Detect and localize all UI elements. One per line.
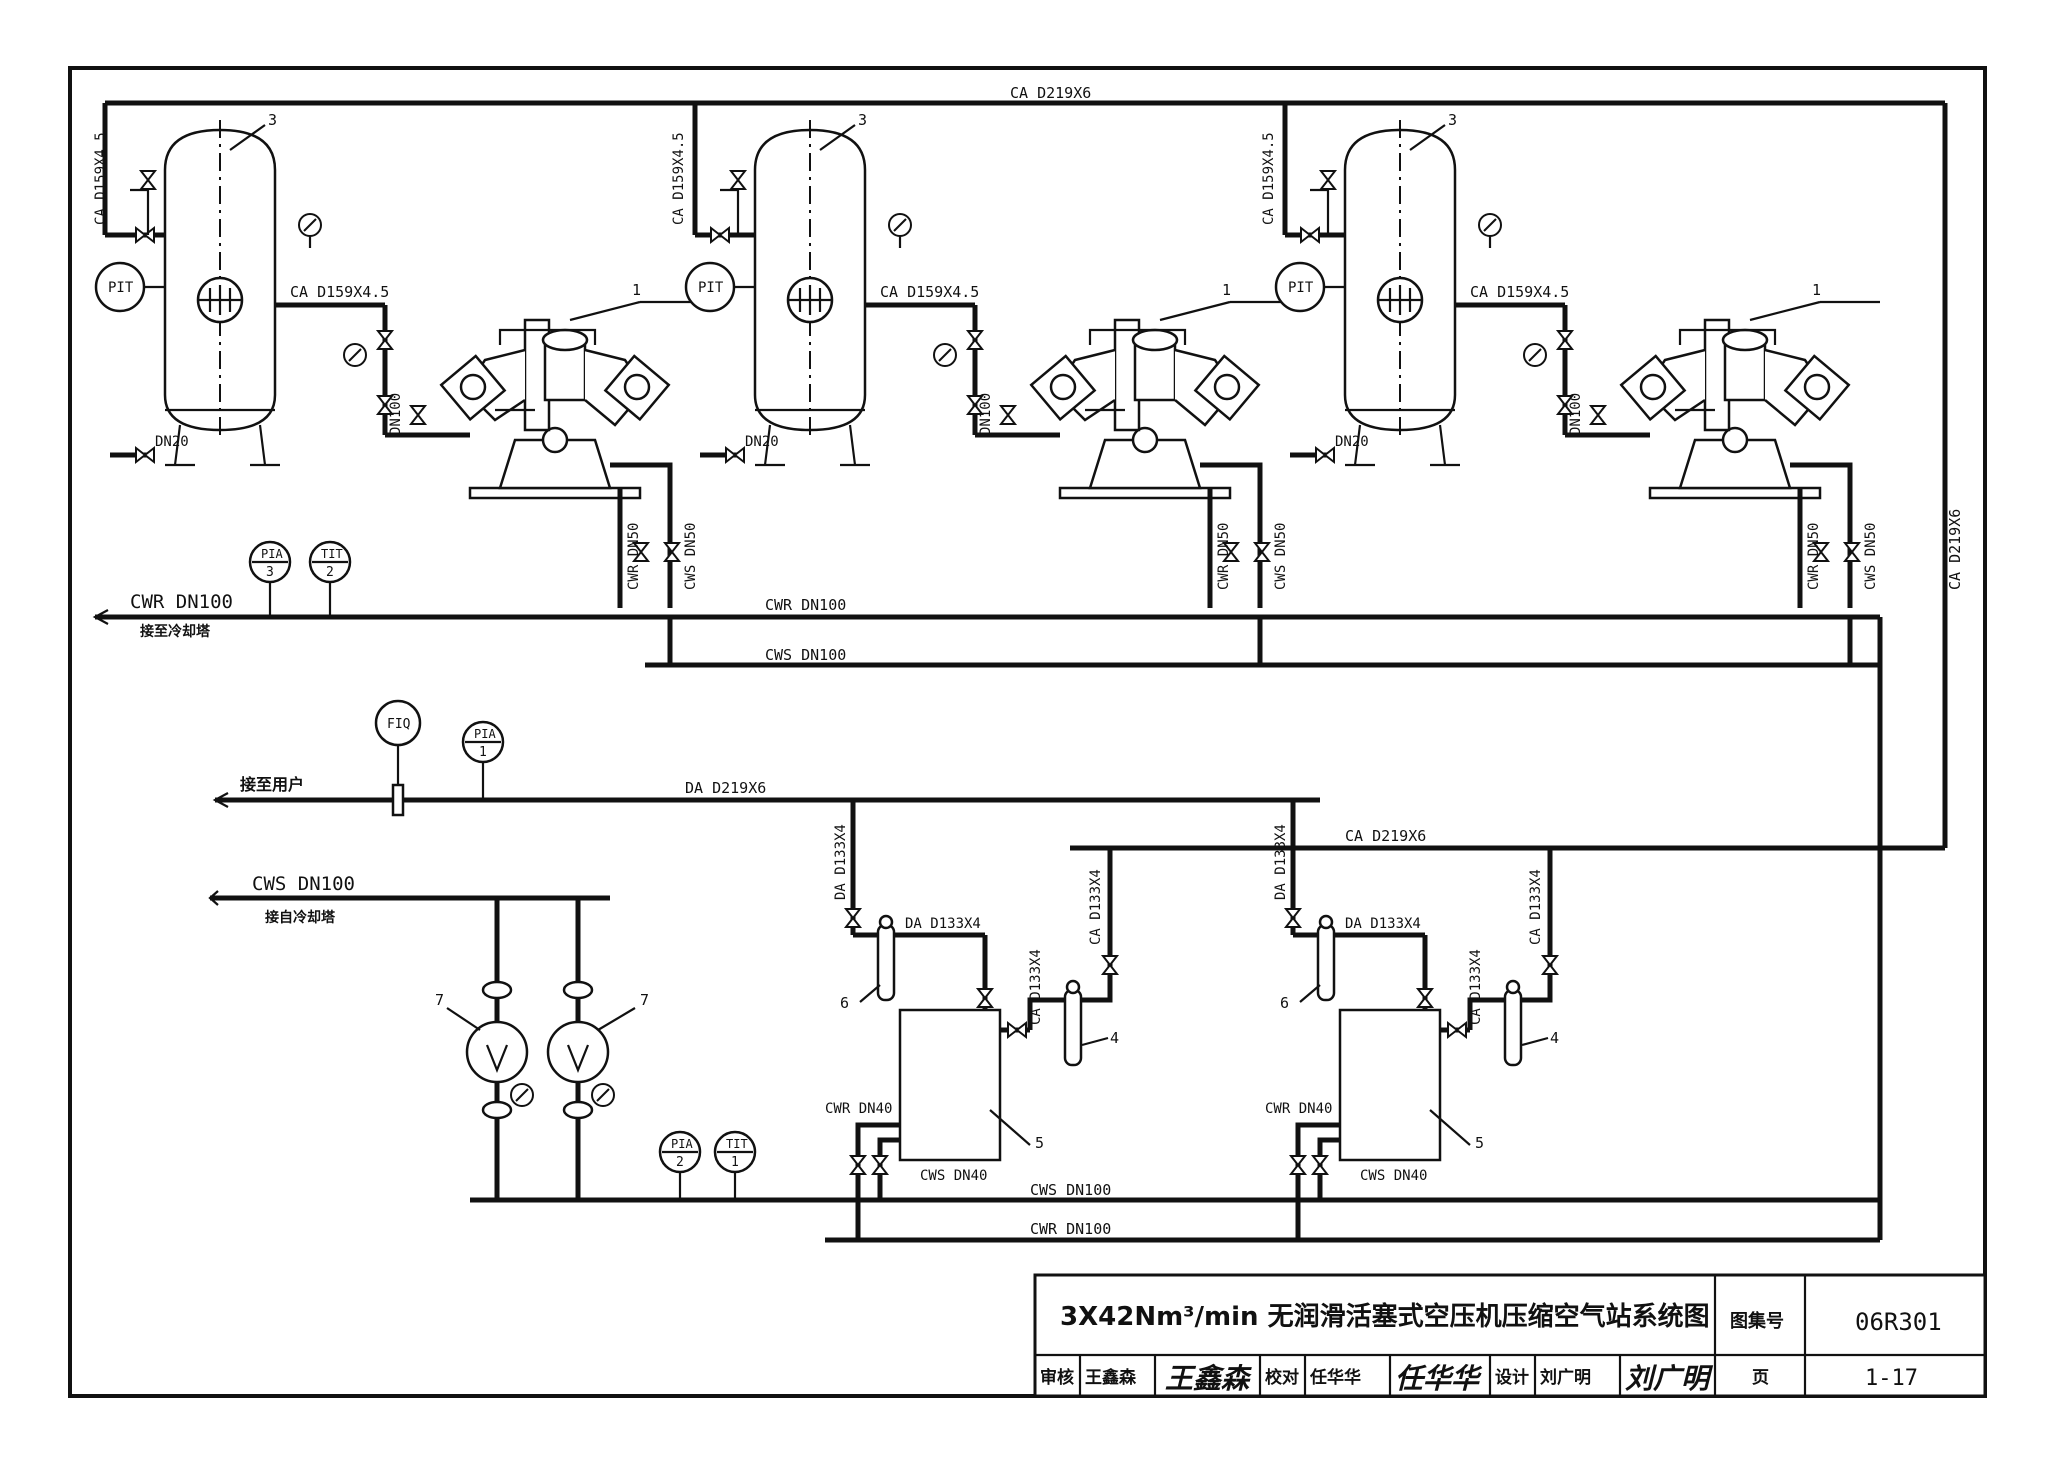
svg-text:CWR DN50: CWR DN50 xyxy=(1806,523,1822,590)
receiver-tag-3c: 3 xyxy=(1448,111,1457,129)
pump-7-left: 7 xyxy=(435,898,534,1200)
svg-text:刘广明: 刘广明 xyxy=(1540,1367,1591,1388)
svg-text:CA D133X4: CA D133X4 xyxy=(1468,949,1484,1025)
checker-signature: 任华华 xyxy=(1395,1362,1483,1395)
svg-text:CA D133X4: CA D133X4 xyxy=(1528,869,1544,945)
cwr-left-label: CWR DN100 xyxy=(130,591,233,613)
svg-text:CA D159X4.5: CA D159X4.5 xyxy=(1470,283,1569,301)
svg-text:TIT: TIT xyxy=(321,547,343,561)
svg-text:DN100: DN100 xyxy=(978,393,994,435)
svg-text:PIT: PIT xyxy=(698,280,724,296)
compressor-unit-3: CA D159X4.5 3 PIT CA D159X4.5 DN100 1 DN… xyxy=(1261,103,1880,608)
svg-text:3: 3 xyxy=(266,565,274,580)
svg-text:2: 2 xyxy=(676,1155,684,1170)
svg-text:5: 5 xyxy=(1475,1134,1484,1152)
svg-text:DN20: DN20 xyxy=(745,434,779,450)
compressor-unit-1: CA D159X4.5 3 PIT CA D159X4.5 DN100 1 DN… xyxy=(93,103,700,608)
svg-text:CA D133X4: CA D133X4 xyxy=(1088,869,1104,945)
drawing-frame xyxy=(68,66,1987,1398)
dryer-train-1: DA D133X4 6 DA D133X4 5 CA D133X4 4 CA D… xyxy=(825,800,1119,1240)
svg-text:PIT: PIT xyxy=(1288,280,1314,296)
da-main-label: DA D219X6 xyxy=(685,779,766,797)
svg-text:DA D133X4: DA D133X4 xyxy=(833,824,849,900)
dryer-train-2: DA D133X4 6 DA D133X4 5 CA D133X4 4 CA D… xyxy=(1265,800,1559,1240)
svg-text:CWR DN40: CWR DN40 xyxy=(1265,1101,1332,1117)
compressor-tag-1c: 1 xyxy=(1812,281,1821,299)
svg-text:PIA: PIA xyxy=(474,727,496,741)
page-number: 1-17 xyxy=(1865,1366,1918,1391)
svg-text:PIA: PIA xyxy=(671,1137,693,1151)
svg-text:CWS DN40: CWS DN40 xyxy=(920,1168,987,1184)
svg-text:CA D159X4.5: CA D159X4.5 xyxy=(671,132,687,225)
svg-text:FIQ: FIQ xyxy=(387,717,411,732)
svg-text:5: 5 xyxy=(1035,1134,1044,1152)
svg-text:CA D159X4.5: CA D159X4.5 xyxy=(93,132,109,225)
svg-text:DN100: DN100 xyxy=(388,393,404,435)
svg-text:CWR DN40: CWR DN40 xyxy=(825,1101,892,1117)
to-cooling-tower: 接至冷却塔 xyxy=(140,623,211,640)
cws-bottom-label: CWS DN100 xyxy=(1030,1181,1111,1199)
svg-text:CWR DN50: CWR DN50 xyxy=(626,523,642,590)
atlas-number: 06R301 xyxy=(1855,1308,1942,1336)
svg-text:6: 6 xyxy=(840,994,849,1012)
svg-text:TIT: TIT xyxy=(726,1137,748,1151)
drawing-title: 3X42Nm³/min 无润滑活塞式空压机压缩空气站系统图 xyxy=(1060,1301,1710,1332)
reviewer-signature: 王鑫森 xyxy=(1165,1362,1252,1395)
to-user-label: 接至用户 xyxy=(240,775,304,794)
cws-left-label: CWS DN100 xyxy=(252,873,355,895)
designer-signature: 刘广明 xyxy=(1625,1362,1714,1395)
svg-text:4: 4 xyxy=(1550,1029,1559,1047)
svg-text:7: 7 xyxy=(435,991,444,1009)
dryer-5 xyxy=(898,1008,1002,1162)
svg-text:6: 6 xyxy=(1280,994,1289,1012)
from-cooling-tower: 接自冷却塔 xyxy=(265,909,336,926)
compressor-tag-1: 1 xyxy=(632,281,641,299)
cws-mid-label: CWS DN100 xyxy=(765,646,846,664)
svg-text:PIT: PIT xyxy=(108,280,134,296)
ca-right-label: CA D219X6 xyxy=(1946,509,1964,590)
svg-text:DN20: DN20 xyxy=(1335,434,1369,450)
svg-text:任华华: 任华华 xyxy=(1309,1367,1361,1388)
svg-text:7: 7 xyxy=(640,991,649,1009)
svg-text:4: 4 xyxy=(1110,1029,1119,1047)
page-label: 页 xyxy=(1752,1368,1769,1388)
svg-text:DA D133X4: DA D133X4 xyxy=(1345,916,1421,932)
cwr-mid-label: CWR DN100 xyxy=(765,596,846,614)
svg-text:CA D159X4.5: CA D159X4.5 xyxy=(290,283,389,301)
title-block: 3X42Nm³/min 无润滑活塞式空压机压缩空气站系统图 图集号 06R301… xyxy=(1033,1273,1987,1398)
svg-text:CWS DN50: CWS DN50 xyxy=(683,523,699,590)
cwr-bottom-label: CWR DN100 xyxy=(1030,1220,1111,1238)
svg-text:DA D133X4: DA D133X4 xyxy=(905,916,981,932)
svg-text:CA D159X4.5: CA D159X4.5 xyxy=(1261,132,1277,225)
dryer-5b xyxy=(1338,1008,1442,1162)
svg-text:王鑫森: 王鑫森 xyxy=(1085,1367,1137,1388)
compressor-unit-2: CA D159X4.5 3 PIT CA D159X4.5 DN100 1 DN… xyxy=(671,103,1290,608)
svg-text:审核: 审核 xyxy=(1040,1367,1074,1388)
ca-main-label: CA D219X6 xyxy=(1010,84,1091,102)
svg-text:DN20: DN20 xyxy=(155,434,189,450)
receiver-tag-3b: 3 xyxy=(858,111,867,129)
svg-text:1: 1 xyxy=(731,1155,739,1170)
pump-7-right: 7 xyxy=(546,898,649,1200)
svg-text:设计: 设计 xyxy=(1495,1367,1529,1388)
svg-text:CWS DN50: CWS DN50 xyxy=(1273,523,1289,590)
svg-text:2: 2 xyxy=(326,565,334,580)
atlas-label: 图集号 xyxy=(1730,1310,1784,1332)
svg-text:CWS DN50: CWS DN50 xyxy=(1863,523,1879,590)
svg-text:CWR DN50: CWR DN50 xyxy=(1216,523,1232,590)
svg-text:CA D159X4.5: CA D159X4.5 xyxy=(880,283,979,301)
svg-text:DA D133X4: DA D133X4 xyxy=(1273,824,1289,900)
compressor-tag-1b: 1 xyxy=(1222,281,1231,299)
receiver-tag-3: 3 xyxy=(268,111,277,129)
fiq-instrument xyxy=(374,699,422,747)
svg-text:CWS DN40: CWS DN40 xyxy=(1360,1168,1427,1184)
svg-text:DN100: DN100 xyxy=(1568,393,1584,435)
svg-text:校对: 校对 xyxy=(1265,1367,1299,1388)
svg-text:1: 1 xyxy=(479,745,487,760)
svg-text:PIA: PIA xyxy=(261,547,283,561)
ca-lower-label: CA D219X6 xyxy=(1345,827,1426,845)
svg-text:CA D133X4: CA D133X4 xyxy=(1028,949,1044,1025)
